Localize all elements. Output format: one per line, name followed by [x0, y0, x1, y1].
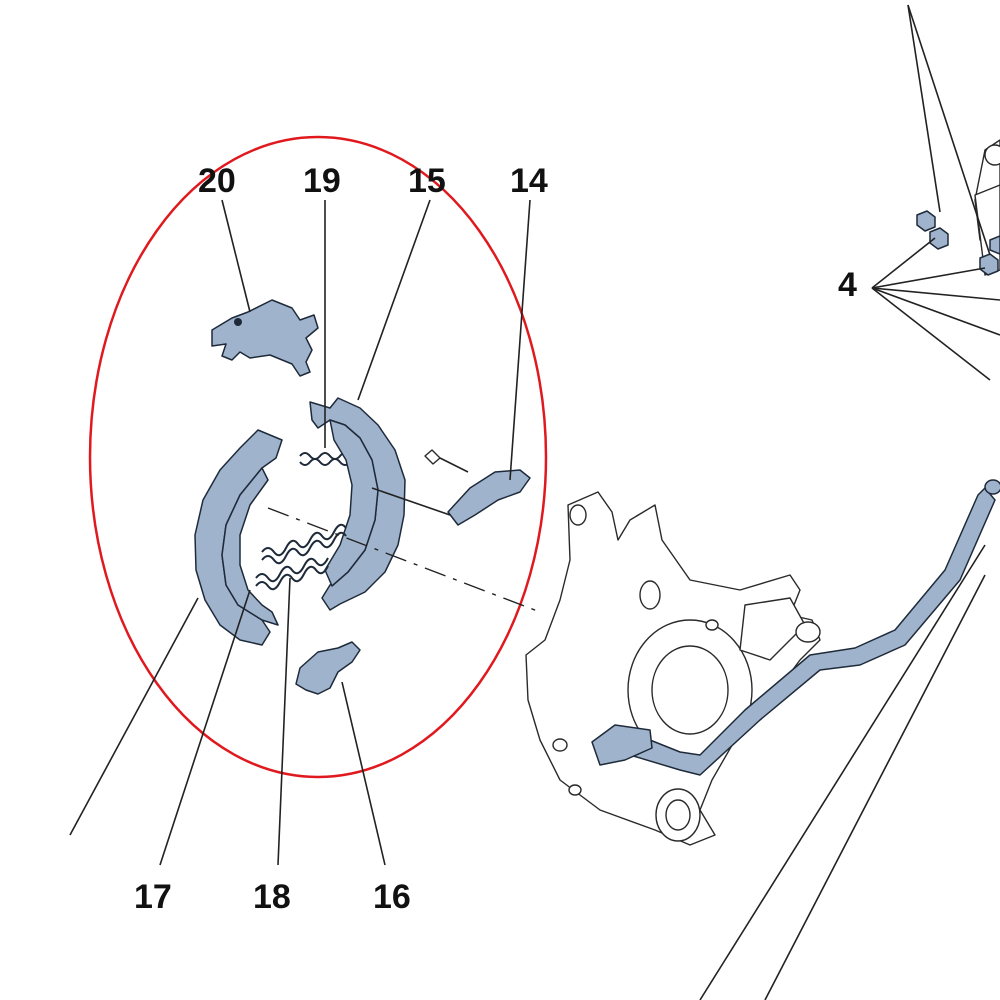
lever-bracket-part-20: [211, 299, 319, 377]
nut-icon: [929, 227, 949, 250]
callout-20: 20: [198, 162, 236, 200]
left-shoe-web: [221, 467, 279, 626]
callout-14: 14: [510, 162, 548, 200]
upper-control-arm: [974, 139, 1000, 276]
adjuster-pin-part-14: [424, 449, 531, 526]
callout-15: 15: [408, 162, 446, 200]
assembly-axis: [267, 507, 541, 613]
adjuster-part-16: [295, 641, 361, 695]
callout-19: 19: [303, 162, 341, 200]
steering-knuckle: [525, 491, 821, 846]
callout-17: 17: [134, 878, 172, 916]
callout-16: 16: [373, 878, 411, 916]
pin-axis: [371, 487, 451, 516]
highlight-ellipse: [88, 135, 548, 779]
stabilizer-bar: [591, 479, 1000, 776]
leader-lines: [69, 4, 1000, 1000]
callout-4: 4: [838, 266, 857, 304]
nut-icon: [916, 210, 936, 232]
nut-icon: [989, 235, 1000, 255]
nut-icon: [979, 253, 999, 276]
mounting-nuts: [916, 210, 1000, 276]
lever-hole: [234, 318, 242, 326]
upper-spring-part-19: [299, 452, 351, 466]
callout-18: 18: [253, 878, 291, 916]
lower-springs-part-18: [255, 523, 347, 591]
